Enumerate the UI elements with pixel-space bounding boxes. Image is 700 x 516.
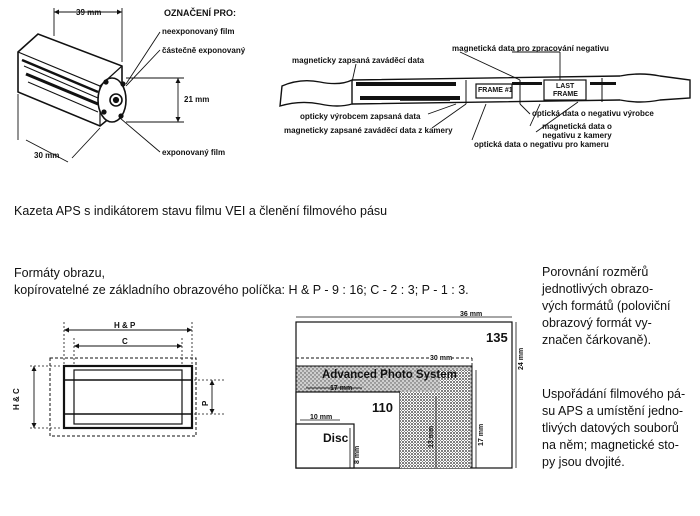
dim-17mm-h: 17 mm xyxy=(478,423,485,446)
label-mag-camera-leader: magneticky zapsané zaváděcí data z kamer… xyxy=(284,126,453,135)
label-mag-camera: magnetická data o negativu z kamery xyxy=(542,122,612,140)
format-disc-frame xyxy=(295,423,355,469)
dim-36mm: 36 mm xyxy=(460,311,483,318)
label-optical-leader: opticky výrobcem zapsaná data xyxy=(300,112,421,121)
format-name-disc: Disc xyxy=(323,431,349,445)
p1-line: Porovnání rozměrů xyxy=(542,265,649,279)
label-mag-processing: magnetická data pro zpracování negativu xyxy=(452,44,609,53)
dim-10mm: 10 mm xyxy=(310,414,333,421)
cassette-title: OZNAČENÍ PRO: xyxy=(164,8,236,18)
label-exposed: exponovaný film xyxy=(162,148,226,157)
last-frame-text-1: LAST xyxy=(556,83,575,90)
last-frame-text-2: FRAME xyxy=(553,91,578,98)
formats-line-2: kopírovatelné ze základního obrazového p… xyxy=(14,283,469,297)
p2-line: tlivých datových souborů xyxy=(542,421,679,435)
formats-line-1: Formáty obrazu, xyxy=(14,266,106,280)
p2-line: su APS a umístění jedno- xyxy=(542,404,684,418)
label-hp: H & P xyxy=(114,321,136,330)
dim-30mm: 30 mm xyxy=(34,151,60,160)
last-frame-box xyxy=(543,79,587,101)
p1-line: obrazový formát vy- xyxy=(542,316,652,330)
label-partial: částečně exponovaný xyxy=(162,46,246,55)
dim-8mm: 8 mm xyxy=(354,445,361,464)
label-optical-camera: optická data o negativu pro kameru xyxy=(474,140,609,149)
p1-line: značen čárkovaně). xyxy=(542,333,652,347)
p2-line: py jsou dvojité. xyxy=(542,455,625,469)
label-optical-mfr: optická data o negativu výrobce xyxy=(532,109,654,118)
format-name-135: 135 xyxy=(486,330,508,345)
p2-line: na něm; magnetické sto- xyxy=(542,438,679,452)
dim-21mm: 21 mm xyxy=(184,95,210,104)
dim-13mm: 13 mm xyxy=(428,425,435,448)
p1-line: vých formátů (poloviční xyxy=(542,299,671,313)
p1-line: jednotlivých obrazo- xyxy=(542,282,654,296)
format-name-aps: Advanced Photo System xyxy=(322,369,457,381)
frame-1-text: FRAME #1 xyxy=(478,87,513,94)
label-unexposed: neexponovaný film xyxy=(162,27,235,36)
frame-1-box xyxy=(475,83,513,99)
label-c: C xyxy=(122,337,128,346)
hp-frame xyxy=(62,364,194,430)
p2-line: Uspořádání filmového pá- xyxy=(542,387,686,401)
dim-39mm: 39 mm xyxy=(76,8,102,17)
label-mag-leader: magneticky zapsaná zaváděcí data xyxy=(292,56,425,65)
format-name-110: 110 xyxy=(372,400,393,415)
dim-30mm-half: 30 mm xyxy=(430,355,453,362)
caption-top: Kazeta APS s indikátorem stavu filmu VEI… xyxy=(14,204,388,218)
dim-17mm-w: 17 mm xyxy=(330,385,353,392)
dim-24mm: 24 mm xyxy=(518,347,525,370)
